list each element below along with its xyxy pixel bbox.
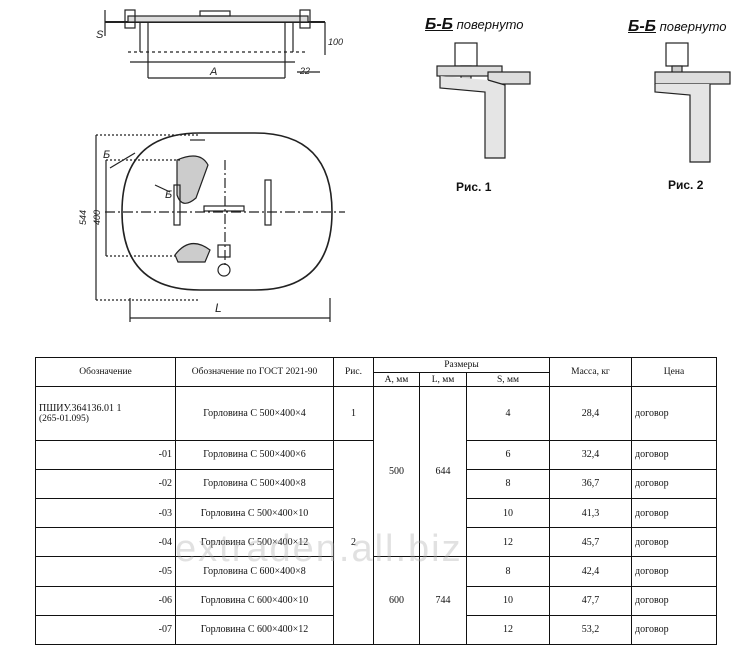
cell-l-744: 744 <box>419 556 467 645</box>
dim-22-label: 22 <box>299 66 310 76</box>
section-2 <box>654 42 731 163</box>
section-1-title-sub: повернуто <box>456 17 524 32</box>
row-mass: 36,7 <box>549 468 632 499</box>
row-s: 10 <box>466 497 550 529</box>
row-code: -05 <box>35 556 176 587</box>
section-mark-b1: Б <box>103 149 110 161</box>
header-l-mm: L, мм <box>419 372 467 387</box>
cell-a-500: 500 <box>373 385 420 558</box>
row-price: договор <box>631 527 717 558</box>
section-1 <box>436 42 531 159</box>
row-price: договор <box>631 497 717 529</box>
row-price: договор <box>631 614 717 646</box>
section-2-title-sub: повернуто <box>659 19 727 34</box>
row-s: 12 <box>466 614 550 646</box>
header-dimensions: Размеры <box>373 357 550 373</box>
header-designation: Обозначение <box>35 357 176 387</box>
side-view <box>104 9 326 79</box>
section-2-title-main: Б-Б <box>628 18 656 35</box>
row-code: ПШИУ.364136.01 1(265-01.095) <box>35 386 176 441</box>
row-name: Горловина С 600×400×12 <box>175 614 334 646</box>
row-price: договор <box>631 386 717 441</box>
header-fig: Рис. <box>333 357 374 387</box>
row-name: Горловина С 500×400×8 <box>175 468 334 499</box>
specification-table-wrapper: Обозначение Обозначение по ГОСТ 2021-90 … <box>35 357 717 646</box>
header-gost-designation: Обозначение по ГОСТ 2021-90 <box>175 357 334 387</box>
row-s: 12 <box>466 527 550 558</box>
row-price: договор <box>631 439 717 470</box>
row-name: Горловина С 500×400×4 <box>175 386 334 441</box>
header-mass: Масса, кг <box>549 357 632 387</box>
row-mass: 41,3 <box>549 497 632 529</box>
row-s: 6 <box>466 439 550 470</box>
table-row: -06 Горловина С 600×400×10 10 47,7 догов… <box>35 585 717 616</box>
row-price: договор <box>631 585 717 616</box>
row-mass: 47,7 <box>549 585 632 616</box>
dim-l-label: L <box>215 301 222 315</box>
dim-100-label: 100 <box>328 37 343 47</box>
plan-view <box>95 132 345 322</box>
dim-a-label: A <box>209 66 217 78</box>
row-name: Горловина С 500×400×6 <box>175 439 334 470</box>
dim-544-label: 544 <box>78 210 88 225</box>
row-code: -01 <box>35 439 176 470</box>
dim-s-label: S <box>96 29 104 41</box>
cell-l-644: 644 <box>419 385 467 558</box>
section-1-title-main: Б-Б <box>425 16 453 33</box>
row-mass: 45,7 <box>549 527 632 558</box>
row-mass: 53,2 <box>549 614 632 646</box>
section-2-title: Б-Б повернуто <box>628 18 727 36</box>
row-s: 8 <box>466 556 550 587</box>
fig-2-caption: Рис. 2 <box>668 178 704 192</box>
header-row-1: Обозначение Обозначение по ГОСТ 2021-90 … <box>35 357 717 387</box>
header-a-mm: А, мм <box>373 372 420 387</box>
row-fig: 1 <box>333 386 374 441</box>
row-mass: 32,4 <box>549 439 632 470</box>
row-s: 10 <box>466 585 550 616</box>
cell-fig-2: 2 <box>333 439 374 646</box>
section-1-title: Б-Б повернуто <box>425 16 524 34</box>
header-row-2: А, мм L, мм S, мм <box>36 372 717 387</box>
row-mass: 28,4 <box>549 386 632 441</box>
specification-table: Обозначение Обозначение по ГОСТ 2021-90 … <box>35 357 717 646</box>
fig-1-caption: Рис. 1 <box>456 180 492 194</box>
technical-drawing: S A 100 22 544 400 L Б Б Б-Б повернуто Б… <box>78 9 731 322</box>
row-code: -06 <box>35 585 176 616</box>
row-mass: 42,4 <box>549 556 632 587</box>
table-row: -01 Горловина С 500×400×6 2 6 32,4 догов… <box>35 439 717 646</box>
table-row: -05 Горловина С 600×400×8 600 744 8 42,4… <box>35 556 717 645</box>
dim-400-label: 400 <box>92 210 102 225</box>
row-s: 8 <box>466 468 550 499</box>
row-code: -07 <box>35 614 176 646</box>
table-row: ПШИУ.364136.01 1(265-01.095) Горловина С… <box>35 385 717 558</box>
row-code: -04 <box>35 527 176 558</box>
row-code: -03 <box>35 497 176 529</box>
header-s-mm: S, мм <box>466 372 550 387</box>
watermark: extraden.all.biz <box>175 528 463 570</box>
row-price: договор <box>631 468 717 499</box>
row-name: Горловина С 500×400×10 <box>175 497 334 529</box>
row-price: договор <box>631 556 717 587</box>
row-name: Горловина С 500×400×12 <box>175 527 334 558</box>
header-price: Цена <box>631 357 717 387</box>
table-row: -07 Горловина С 600×400×12 12 53,2 догов… <box>35 614 717 646</box>
drawing-svg: S A 100 22 544 400 L Б Б <box>78 9 731 322</box>
table-row: -03 Горловина С 500×400×10 10 41,3 догов… <box>35 497 717 529</box>
row-name: Горловина С 600×400×10 <box>175 585 334 616</box>
cell-a-600: 600 <box>373 556 420 645</box>
row-code: -02 <box>35 468 176 499</box>
section-mark-b2: Б <box>165 189 172 201</box>
row-s: 4 <box>466 386 550 441</box>
